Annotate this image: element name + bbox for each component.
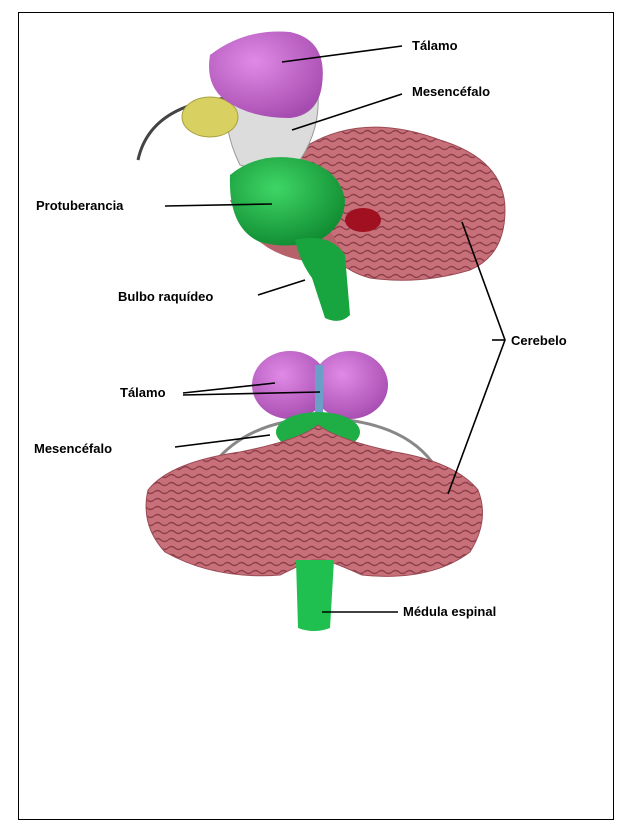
spinal-cord	[296, 560, 334, 631]
label-protuberancia: Protuberancia	[36, 198, 123, 213]
label-cerebelo: Cerebelo	[511, 333, 567, 348]
label-talamo-bottom: Tálamo	[120, 385, 166, 400]
third-ventricle	[315, 365, 323, 415]
label-medula: Médula espinal	[403, 604, 496, 619]
posterior-view	[146, 351, 482, 631]
thalamus-right	[312, 351, 388, 419]
label-mesencefalo-top: Mesencéfalo	[412, 84, 490, 99]
label-talamo-top: Tálamo	[412, 38, 458, 53]
cerebellum-posterior	[146, 425, 482, 576]
lateral-view	[138, 31, 505, 320]
red-structure	[345, 208, 381, 232]
label-bulbo: Bulbo raquídeo	[118, 289, 213, 304]
label-mesencefalo-bottom: Mesencéfalo	[34, 441, 112, 456]
